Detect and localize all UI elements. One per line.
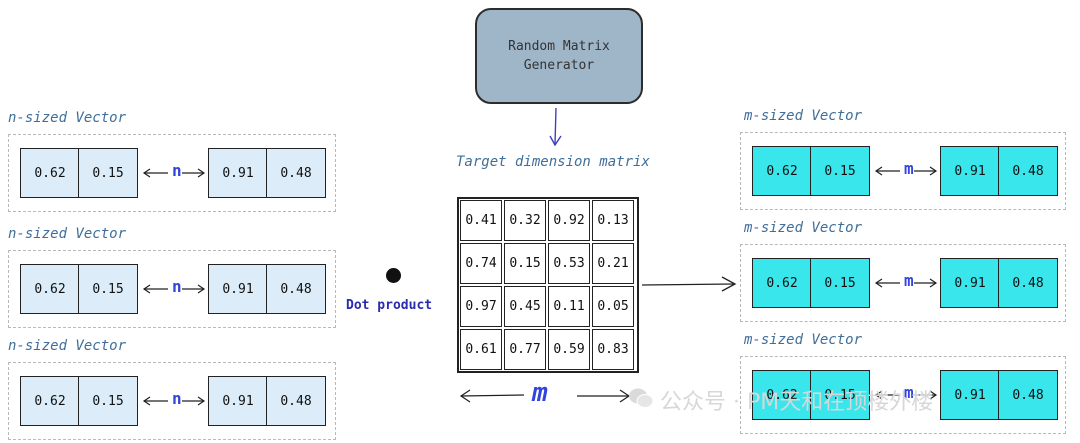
left-vector-dim-label: n: [172, 389, 182, 408]
left-vector-cell: 0.48: [266, 148, 326, 198]
matrix-cell: 0.32: [504, 200, 546, 241]
left-vector-left-arrow: [142, 168, 168, 178]
right-vector-container: [740, 356, 1066, 434]
matrix-cell: 0.15: [504, 243, 546, 284]
output-right-arrow: [641, 276, 737, 292]
left-vector-cell: 0.62: [20, 148, 80, 198]
matrix-cell: 0.77: [504, 329, 546, 370]
generator-line-2: Generator: [523, 58, 595, 73]
matrix-cell: 0.11: [548, 286, 590, 327]
right-vector-left-arrow: [874, 390, 900, 400]
right-vector-cell: 0.91: [940, 370, 1000, 420]
right-vector-cell: 0.91: [940, 258, 1000, 308]
matrix-cell: 0.61: [460, 329, 502, 370]
right-vector-right-arrow: [914, 278, 938, 288]
left-vector-right-arrow: [182, 284, 206, 294]
dot-product-label: Dot product: [346, 298, 433, 313]
generator-line-1: Random Matrix: [508, 39, 610, 54]
matrix-cell: 0.74: [460, 243, 502, 284]
left-vector-cell: 0.48: [266, 376, 326, 426]
matrix-cell: 0.97: [460, 286, 502, 327]
matrix-cell: 0.21: [592, 243, 634, 284]
matrix-cell: 0.59: [548, 329, 590, 370]
left-vector-cell: 0.15: [78, 376, 138, 426]
right-vector-container: [740, 132, 1066, 210]
right-vector-cell: 0.15: [810, 370, 870, 420]
random-matrix-generator-box: Random Matrix Generator: [475, 8, 643, 104]
right-vector-title: m-sized Vector: [744, 220, 863, 236]
right-vector-cell: 0.48: [998, 146, 1058, 196]
left-vector-container: [8, 134, 336, 212]
left-vector-container: [8, 362, 336, 440]
left-vector-cell: 0.91: [208, 148, 268, 198]
left-vector-right-arrow: [182, 396, 206, 406]
right-vector-container: [740, 244, 1066, 322]
right-vector-right-arrow: [914, 390, 938, 400]
right-vector-left-arrow: [874, 166, 900, 176]
right-vector-cell: 0.15: [810, 146, 870, 196]
matrix-width-right-arrow: [577, 389, 631, 403]
left-vector-container: [8, 250, 336, 328]
matrix-cell: 0.53: [548, 243, 590, 284]
left-vector-cell: 0.62: [20, 264, 80, 314]
left-vector-left-arrow: [142, 396, 168, 406]
left-vector-cell: 0.15: [78, 264, 138, 314]
left-vector-cell: 0.62: [20, 376, 80, 426]
right-vector-dim-label: m: [904, 383, 914, 402]
right-vector-right-arrow: [914, 166, 938, 176]
dot-product-icon: [386, 268, 401, 283]
wechat-icon: [628, 387, 654, 409]
left-vector-title: n-sized Vector: [8, 110, 127, 126]
right-vector-cell: 0.48: [998, 370, 1058, 420]
matrix-cell: 0.05: [592, 286, 634, 327]
left-vector-right-arrow: [182, 168, 206, 178]
left-vector-dim-label: n: [172, 161, 182, 180]
left-vector-title: n-sized Vector: [8, 338, 127, 354]
target-matrix: [457, 197, 639, 373]
right-vector-left-arrow: [874, 278, 900, 288]
matrix-cell: 0.13: [592, 200, 634, 241]
left-vector-cell: 0.91: [208, 264, 268, 314]
right-vector-cell: 0.15: [810, 258, 870, 308]
matrix-width-left-arrow: [459, 389, 525, 403]
left-vector-left-arrow: [142, 284, 168, 294]
matrix-cell: 0.83: [592, 329, 634, 370]
watermark-text: 公众号 · PM天和在顶楼外楼: [660, 390, 934, 415]
right-vector-dim-label: m: [904, 271, 914, 290]
right-vector-title: m-sized Vector: [744, 332, 863, 348]
right-vector-title: m-sized Vector: [744, 108, 863, 124]
left-vector-dim-label: n: [172, 277, 182, 296]
matrix-cell: 0.45: [504, 286, 546, 327]
right-vector-cell: 0.62: [752, 258, 812, 308]
right-vector-dim-label: m: [904, 159, 914, 178]
matrix-cell: 0.41: [460, 200, 502, 241]
generator-down-arrow: [549, 107, 562, 147]
matrix-cell: 0.92: [548, 200, 590, 241]
target-dimension-label: Target dimension matrix: [456, 154, 650, 170]
left-vector-title: n-sized Vector: [8, 226, 127, 242]
left-vector-cell: 0.15: [78, 148, 138, 198]
right-vector-cell: 0.91: [940, 146, 1000, 196]
left-vector-cell: 0.48: [266, 264, 326, 314]
right-vector-cell: 0.62: [752, 146, 812, 196]
left-vector-cell: 0.91: [208, 376, 268, 426]
matrix-dim-m-label: m: [532, 378, 548, 408]
right-vector-cell: 0.62: [752, 370, 812, 420]
right-vector-cell: 0.48: [998, 258, 1058, 308]
